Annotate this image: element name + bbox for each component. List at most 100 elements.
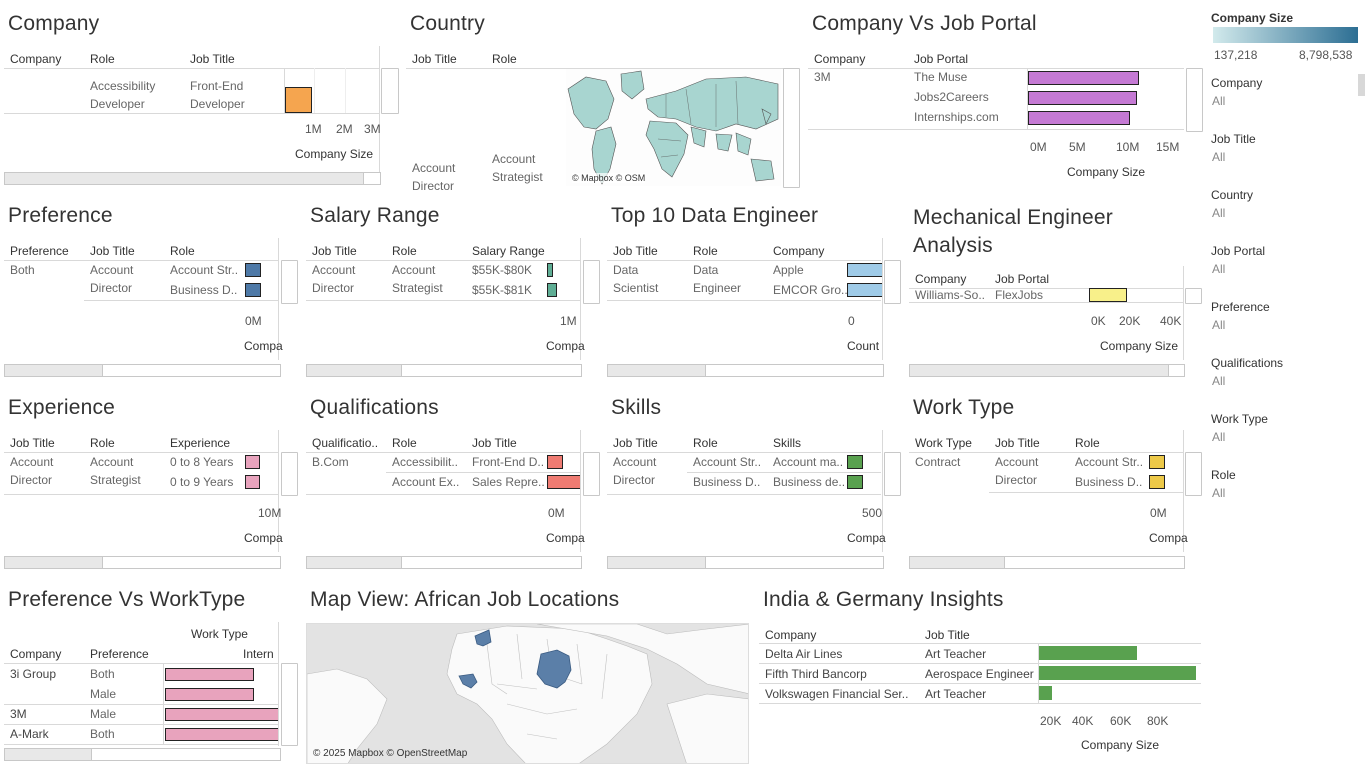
table-cell[interactable]: Williams-So.. <box>915 288 986 302</box>
table-cell[interactable]: A-Mark <box>10 727 49 741</box>
table-cell[interactable]: Business D.. <box>1075 475 1143 489</box>
column-header[interactable]: Role <box>90 52 115 66</box>
horizontal-scrollbar[interactable] <box>607 364 884 377</box>
count-bar[interactable] <box>847 283 882 297</box>
table-cell[interactable]: Account Str.. <box>170 263 239 277</box>
filter-dropdown[interactable]: All <box>1212 374 1226 388</box>
company-size-bar[interactable] <box>1149 475 1165 489</box>
table-cell[interactable]: Accessibilit.. <box>392 455 459 469</box>
vertical-scrollbar[interactable] <box>884 452 901 496</box>
column-header[interactable]: Job Title <box>190 52 235 66</box>
table-cell[interactable]: Account Director <box>995 455 1039 487</box>
table-cell[interactable]: 3M <box>814 70 831 84</box>
column-header[interactable]: Job Title <box>10 436 55 450</box>
vertical-scrollbar[interactable] <box>884 260 901 304</box>
company-size-bar[interactable] <box>847 475 863 489</box>
company-size-bar[interactable] <box>547 475 580 489</box>
vertical-scrollbar[interactable] <box>281 452 298 496</box>
horizontal-scrollbar[interactable] <box>306 364 582 377</box>
horizontal-scrollbar[interactable] <box>4 364 281 377</box>
column-header[interactable]: Job Title <box>412 52 457 66</box>
table-cell[interactable]: Account Director <box>10 455 54 487</box>
table-cell[interactable]: $55K-$81K <box>472 283 533 297</box>
column-header[interactable]: Company <box>915 272 967 286</box>
table-cell[interactable]: Account Director <box>90 263 134 295</box>
column-header[interactable]: Role <box>170 244 195 258</box>
column-header[interactable]: Job Title <box>925 628 970 642</box>
table-cell[interactable]: Accessibility Developer <box>90 79 156 111</box>
column-group-header[interactable]: Work Type <box>191 627 248 641</box>
table-cell[interactable]: Account Ex.. <box>392 475 460 489</box>
vertical-scrollbar[interactable] <box>1185 452 1202 496</box>
table-cell[interactable]: Business de.. <box>773 475 846 489</box>
vertical-scrollbar[interactable] <box>381 68 399 114</box>
bar[interactable] <box>165 668 254 681</box>
company-size-bar[interactable] <box>547 455 563 469</box>
column-header[interactable]: Company <box>773 244 825 258</box>
table-cell[interactable]: Fifth Third Bancorp <box>765 667 867 681</box>
company-size-bar[interactable] <box>245 455 260 469</box>
africa-map[interactable]: © 2025 Mapbox © OpenStreetMap <box>306 623 749 764</box>
table-cell[interactable]: Male <box>90 707 117 721</box>
company-size-bar[interactable] <box>245 475 260 489</box>
table-cell[interactable]: Art Teacher <box>925 687 987 701</box>
filter-dropdown[interactable]: All <box>1212 206 1226 220</box>
column-header[interactable]: Job Title <box>613 244 658 258</box>
company-size-bar[interactable] <box>285 87 312 113</box>
table-cell[interactable]: Data Engineer <box>693 263 742 295</box>
table-cell[interactable]: Account Director <box>312 263 356 295</box>
column-header[interactable]: Preference <box>10 244 69 258</box>
column-header[interactable]: Company <box>814 52 866 66</box>
table-cell[interactable]: The Muse <box>914 70 968 84</box>
table-cell[interactable]: EMCOR Gro.. <box>773 283 848 297</box>
filter-dropdown[interactable]: All <box>1212 486 1226 500</box>
column-header[interactable]: Preference <box>90 647 149 661</box>
table-cell[interactable]: Business D.. <box>170 283 238 297</box>
column-header[interactable]: Qualificatio.. <box>312 436 379 450</box>
table-cell[interactable]: Account Director <box>613 455 657 487</box>
column-header[interactable]: Role <box>1075 436 1100 450</box>
column-header[interactable]: Role <box>392 244 417 258</box>
column-header[interactable]: Company <box>10 52 62 66</box>
table-cell[interactable]: Account Str.. <box>1075 455 1144 469</box>
column-header[interactable]: Role <box>90 436 115 450</box>
column-header[interactable]: Job Portal <box>995 272 1050 286</box>
horizontal-scrollbar[interactable] <box>4 748 281 761</box>
column-header[interactable]: Experience <box>170 436 231 450</box>
company-size-bar[interactable] <box>547 283 557 297</box>
table-cell[interactable]: Front-End Developer <box>190 79 245 111</box>
filter-dropdown[interactable]: All <box>1212 318 1226 332</box>
table-cell[interactable]: Both <box>90 727 115 741</box>
horizontal-scrollbar[interactable] <box>909 364 1185 377</box>
column-header[interactable]: Job Title <box>312 244 357 258</box>
column-header[interactable]: Job Portal <box>914 52 969 66</box>
company-size-bar[interactable] <box>1039 646 1137 660</box>
table-cell[interactable]: Delta Air Lines <box>765 647 843 661</box>
column-header[interactable]: Company <box>10 647 62 661</box>
company-size-bar[interactable] <box>847 455 863 469</box>
horizontal-scrollbar[interactable] <box>607 556 884 569</box>
company-size-bar[interactable] <box>1039 686 1052 700</box>
column-header[interactable]: Salary Range <box>472 244 545 258</box>
column-header[interactable]: Company <box>765 628 817 642</box>
horizontal-scrollbar[interactable] <box>306 556 582 569</box>
vertical-scrollbar[interactable] <box>281 663 298 746</box>
table-cell[interactable]: Account Director <box>412 161 456 193</box>
panel-handle[interactable] <box>1358 74 1365 96</box>
column-header[interactable]: Role <box>693 436 718 450</box>
company-size-bar[interactable] <box>547 263 553 277</box>
column-header[interactable]: Role <box>693 244 718 258</box>
horizontal-scrollbar[interactable] <box>909 556 1185 569</box>
column-header[interactable]: Role <box>392 436 417 450</box>
table-cell[interactable]: FlexJobs <box>995 288 1044 302</box>
company-size-bar[interactable] <box>245 263 261 277</box>
column-header[interactable]: Work Type <box>915 436 972 450</box>
table-cell[interactable]: 0 to 9 Years <box>170 475 234 489</box>
vertical-scrollbar[interactable] <box>583 260 600 304</box>
table-cell[interactable]: 3M <box>10 707 27 721</box>
column-header[interactable]: Intern <box>243 647 274 661</box>
color-legend[interactable] <box>1213 27 1358 43</box>
bar[interactable] <box>165 688 254 701</box>
table-cell[interactable]: Aerospace Engineer <box>925 667 1034 681</box>
company-size-bar[interactable] <box>1028 91 1137 105</box>
